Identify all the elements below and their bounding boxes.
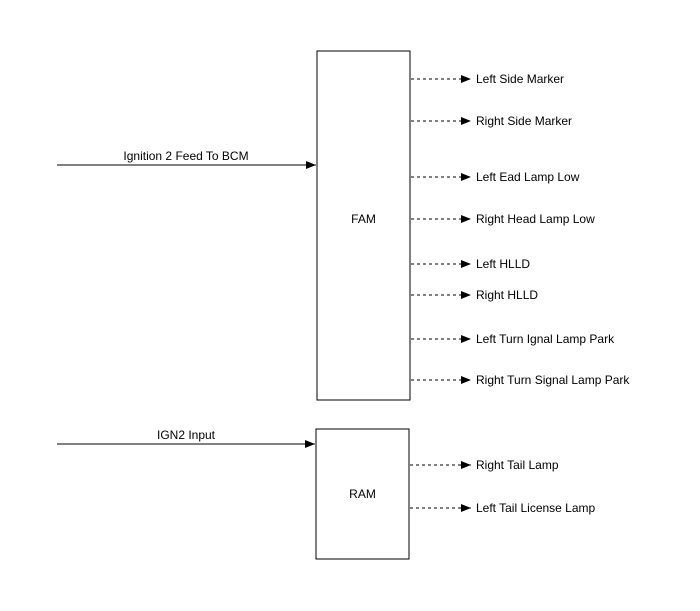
ram-output-label: Right Tail Lamp bbox=[476, 458, 559, 472]
fam-output-label: Left HLLD bbox=[476, 257, 530, 271]
fam-module: FAM bbox=[316, 50, 411, 401]
fam-output-label: Left Side Marker bbox=[476, 72, 564, 86]
ram-label: RAM bbox=[349, 487, 376, 501]
fam-output-label: Right Turn Signal Lamp Park bbox=[476, 373, 630, 387]
fam-input-label: Ignition 2 Feed To BCM bbox=[123, 149, 248, 163]
fam-output-label: Left Turn Ignal Lamp Park bbox=[476, 332, 615, 346]
fam-output-label: Right Side Marker bbox=[476, 114, 572, 128]
fam-label: FAM bbox=[351, 212, 376, 226]
fam-output-label: Right Head Lamp Low bbox=[476, 212, 595, 226]
ram-input-label: IGN2 Input bbox=[157, 428, 216, 442]
fam-output-label: Right HLLD bbox=[476, 288, 538, 302]
fam-box bbox=[316, 50, 411, 401]
fam-input: Ignition 2 Feed To BCM bbox=[57, 149, 316, 169]
ram-output-label: Left Tail License Lamp bbox=[476, 501, 596, 515]
ram-input: IGN2 Input bbox=[57, 428, 315, 448]
fam-output-label: Left Ead Lamp Low bbox=[476, 170, 580, 184]
ram-box bbox=[315, 428, 410, 560]
fam-outputs: Left Side Marker Right Side Marker Left … bbox=[411, 72, 630, 387]
ram-outputs: Right Tail Lamp Left Tail License Lamp bbox=[410, 458, 596, 515]
ram-module: RAM bbox=[315, 428, 410, 560]
